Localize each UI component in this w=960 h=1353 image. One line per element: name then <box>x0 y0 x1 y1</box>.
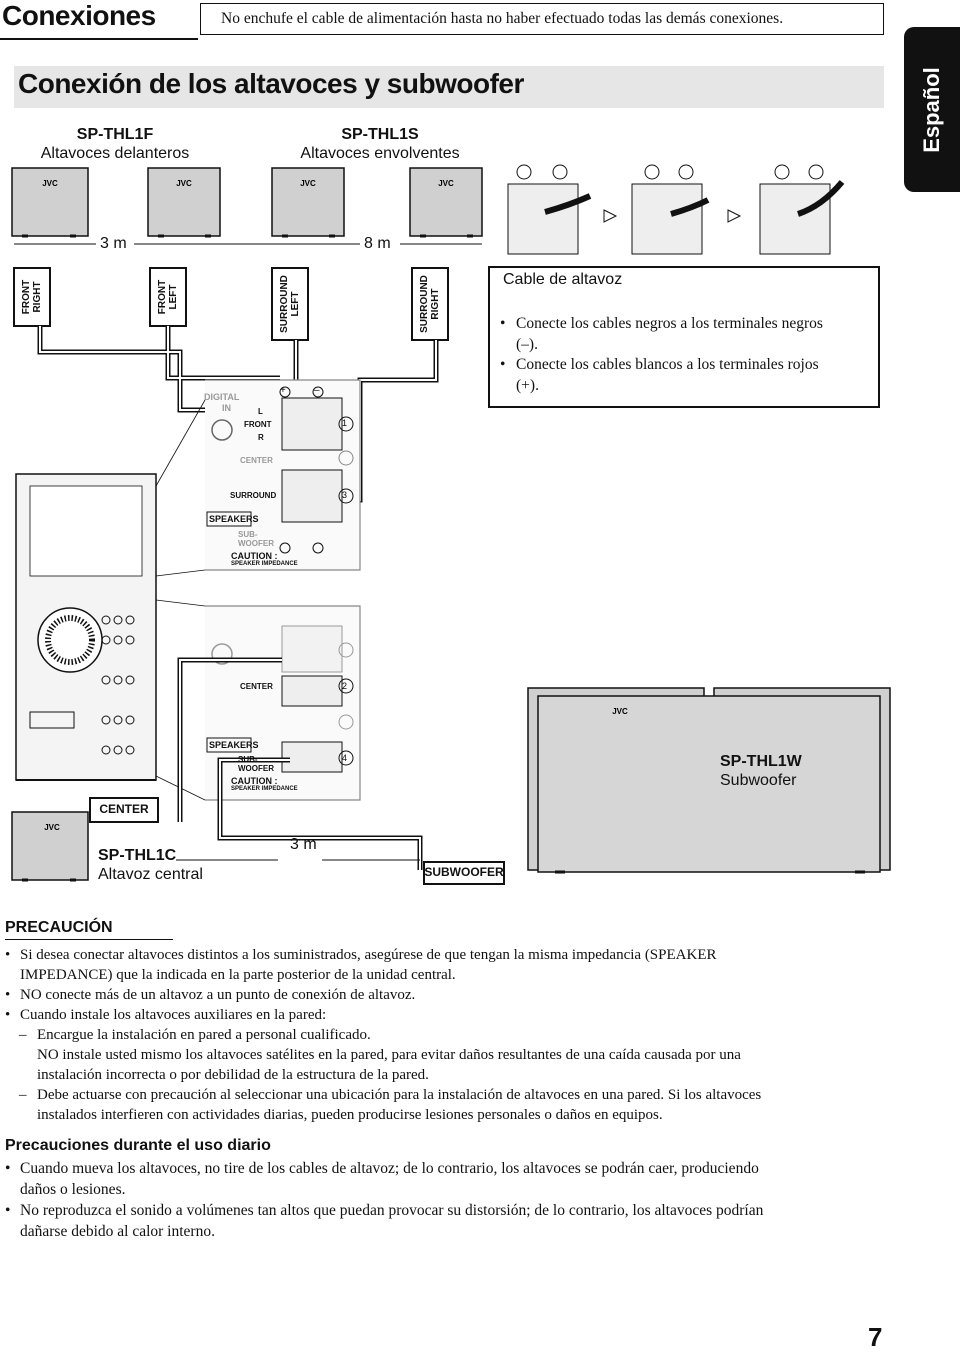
language-tab <box>904 27 960 192</box>
precaution-list: •Si desea conectar altavoces distintos a… <box>5 945 955 1125</box>
panel-sub: SUB- <box>238 530 258 539</box>
front-right-speaker: JVC <box>11 167 89 237</box>
section-title: Conexión de los altavoces y subwoofer <box>18 68 524 99</box>
surround-distance: 8 m <box>364 235 391 252</box>
cable-box-bullets: •Conecte los cables negros a los termina… <box>498 314 876 396</box>
speaker-cable-box <box>488 266 880 408</box>
lower-panel-caution: CAUTION : <box>231 776 278 786</box>
surround-left-speaker: JVC <box>271 167 345 237</box>
svg-text:JVC: JVC <box>176 179 192 188</box>
page-number: 7 <box>868 1322 883 1352</box>
label-center: CENTER <box>99 802 149 816</box>
precaution-heading: PRECAUCIÓN <box>5 919 113 936</box>
center-model: SP-THL1C <box>98 847 177 864</box>
surround-model: SP-THL1S <box>341 126 419 143</box>
lower-panel-speakers: SPEAKERS <box>209 740 259 750</box>
front-model: SP-THL1F <box>76 126 154 143</box>
cable-bullet-white: •Conecte los cables blancos a los termin… <box>500 356 819 394</box>
center-name: Altavoz central <box>98 866 203 883</box>
subwoofer-speaker: JVC <box>527 687 891 874</box>
page-title: Conexiones <box>2 0 156 31</box>
subwoofer-model: SP-THL1W <box>720 753 802 770</box>
panel-caution: CAUTION : <box>231 551 278 561</box>
lower-panel-center: CENTER <box>240 682 273 691</box>
connection-diagram: JVC JVC JVC JVC <box>11 164 891 885</box>
lower-panel-impedance: SPEAKER IMPEDANCE <box>231 786 298 792</box>
panel-speakers: SPEAKERS <box>209 514 259 524</box>
lower-panel-woofer: WOOFER <box>238 764 274 773</box>
terminal-3: 3 <box>342 490 348 500</box>
panel-center: CENTER <box>240 456 273 465</box>
front-left-speaker: JVC <box>147 167 221 237</box>
terminal-1: 1 <box>342 418 348 428</box>
cable-box-title: Cable de altavoz <box>503 271 623 288</box>
lower-panel-sub: SUB- <box>238 755 258 764</box>
panel-in: IN <box>222 403 231 413</box>
surround-right-speaker: JVC <box>409 167 483 237</box>
precaution-rule <box>5 939 173 940</box>
center-distance: 3 m <box>290 836 317 853</box>
front-speakers-caption: SP-THL1F Altavoces delanteros <box>30 125 200 163</box>
language-tab-label: Español <box>919 67 944 153</box>
panel-l: L <box>258 407 263 416</box>
power-notice: No enchufe el cable de alimentación hast… <box>200 3 884 35</box>
center-speaker-caption: SP-THL1C Altavoz central <box>98 846 203 884</box>
center-speaker: JVC <box>11 811 89 882</box>
svg-text:JVC: JVC <box>300 179 316 188</box>
title-rule <box>0 38 198 40</box>
surround-speakers-caption: SP-THL1S Altavoces envolventes <box>285 125 475 163</box>
panel-digital: DIGITAL <box>204 392 240 402</box>
daily-item-2: •No reproduzca el sonido a volúmenes tan… <box>5 1202 764 1240</box>
terminal-minus: – <box>314 385 320 396</box>
precaution-subitem-2: –Debe actuarse con precaución al selecci… <box>19 1087 762 1123</box>
daily-list: •Cuando mueva los altavoces, no tire de … <box>5 1158 955 1242</box>
panel-front: FRONT <box>244 420 272 429</box>
svg-text:JVC: JVC <box>612 707 628 716</box>
terminal-plus: + <box>280 385 286 396</box>
terminal-panel-upper <box>205 379 361 571</box>
svg-text:JVC: JVC <box>42 179 58 188</box>
panel-impedance: SPEAKER IMPEDANCE <box>231 561 298 567</box>
precaution-item-1: •Si desea conectar altavoces distintos a… <box>5 947 717 983</box>
cable-bullet-black: •Conecte los cables negros a los termina… <box>500 315 823 353</box>
daily-heading: Precauciones durante el uso diario <box>5 1137 271 1154</box>
surround-name: Altavoces envolventes <box>300 145 460 162</box>
front-name: Altavoces delanteros <box>40 145 190 162</box>
precaution-item-2: •NO conecte más de un altavoz a un punto… <box>5 987 416 1003</box>
svg-text:JVC: JVC <box>44 823 60 832</box>
svg-text:JVC: JVC <box>438 179 454 188</box>
subwoofer-name: Subwoofer <box>720 772 797 789</box>
subwoofer-caption: SP-THL1W Subwoofer <box>720 752 802 790</box>
panel-r: R <box>258 433 264 442</box>
label-subwoofer: SUBWOOFER <box>424 865 504 879</box>
panel-woofer: WOOFER <box>238 539 274 548</box>
precaution-subitem-1: –Encargue la instalación en pared a pers… <box>19 1027 741 1083</box>
cable-connection-steps <box>507 164 845 255</box>
panel-surround: SURROUND <box>230 491 277 500</box>
front-distance: 3 m <box>100 235 127 252</box>
terminal-2: 2 <box>342 681 348 691</box>
daily-item-1: •Cuando mueva los altavoces, no tire de … <box>5 1160 759 1198</box>
terminal-panel-lower <box>205 605 361 801</box>
terminal-4: 4 <box>342 753 348 763</box>
precaution-item-3: •Cuando instale los altavoces auxiliares… <box>5 1007 327 1023</box>
section-band <box>14 66 884 108</box>
av-receiver-rear <box>15 473 157 781</box>
